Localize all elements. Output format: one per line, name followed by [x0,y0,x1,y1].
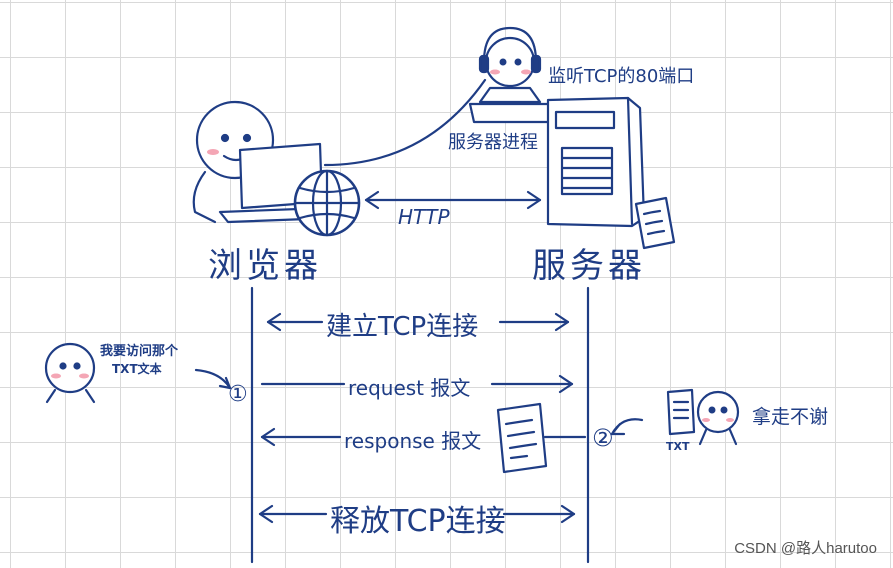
http-arrow [364,190,542,210]
message-arrow-response [260,427,587,447]
server-tower-icon [546,96,646,228]
response-document-icon [496,402,548,474]
listen-port-label: 监听TCP的80端口 [548,66,695,87]
user-note-line1: 我要访问那个 [100,344,179,359]
message-label-response: response 报文 [344,429,482,453]
step1-pointer [194,368,232,390]
http-label: HTTP [398,205,450,229]
server-label: 服务器 [532,246,646,286]
server-document-icon [634,196,676,250]
message-arrow-request [260,374,574,394]
server-user-icon [696,390,740,446]
user-note-line2: TXT文本 [112,362,162,376]
step2-marker: ② [592,424,614,452]
message-label-connect: 建立TCP连接 [326,312,479,342]
browser-label: 浏览器 [208,246,322,286]
process-link-line [323,78,487,167]
server-process-label: 服务器进程 [448,132,538,153]
client-user-icon [44,342,96,404]
message-label-request: request 报文 [348,376,471,400]
txt-file-icon [666,388,696,436]
headphone-figure-icon [468,26,560,124]
message-arrow-connect [266,312,570,332]
message-arrow-release [258,504,576,524]
server-note: 拿走不谢 [752,406,829,428]
message-label-release: 释放TCP连接 [330,504,506,539]
globe-icon [293,169,361,237]
step1-marker: ① [228,382,248,407]
watermark: CSDN @路人harutoo [734,540,877,557]
file-label: TXT [666,440,690,453]
